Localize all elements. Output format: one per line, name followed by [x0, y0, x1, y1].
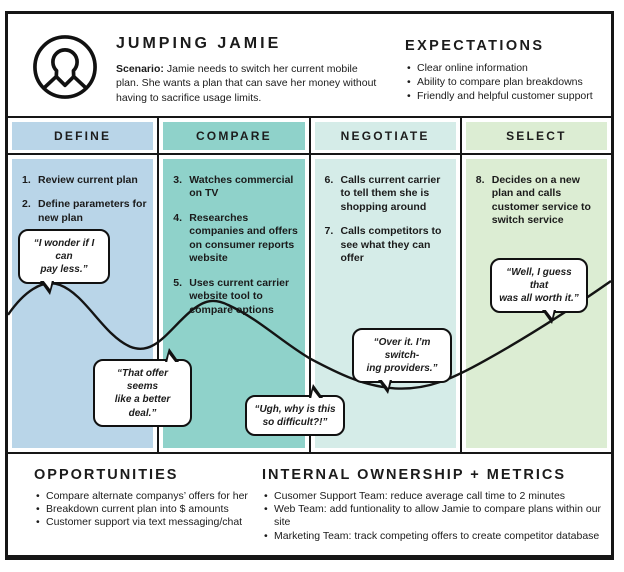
quote-bubble: “Over it. I’m switch- ing providers.”	[352, 328, 452, 394]
persona-avatar-icon	[32, 34, 98, 100]
step-number: 3.	[173, 174, 183, 186]
step-text: Calls competitors to see what they can o…	[340, 225, 442, 265]
stage-header-compare: COMPARE	[163, 122, 305, 150]
step-text: Watches commercial on TV	[189, 174, 294, 200]
expectations-list: Clear online information Ability to comp…	[405, 62, 617, 104]
opportunities-item: Customer support via text messaging/chat	[34, 516, 264, 529]
stage-header-cell: SELECT	[461, 118, 611, 155]
step-text: Uses current carrier website tool to com…	[189, 276, 290, 316]
step-number: 7.	[324, 225, 334, 238]
expectations-item: Friendly and helpful customer support	[405, 90, 617, 104]
quote-bubble: “I wonder if I can pay less.”	[18, 229, 110, 295]
step-number: 6.	[324, 174, 334, 186]
ownership-list: Cusomer Support Team: reduce average cal…	[262, 490, 607, 543]
opportunities-item: Compare alternate companys’ offers for h…	[34, 490, 264, 503]
opportunities-section: OPPORTUNITIES Compare alternate companys…	[34, 467, 264, 530]
opportunities-heading: OPPORTUNITIES	[34, 467, 179, 483]
step-number: 2.	[22, 198, 31, 211]
map-frame: JUMPING JAMIE Scenario:Jamie needs to sw…	[5, 11, 614, 560]
step-number: 5.	[173, 276, 183, 289]
expectations-item: Ability to compare plan breakdowns	[405, 76, 617, 90]
scenario-label: Scenario:	[116, 63, 164, 75]
step-item: 8. Decides on a new plan and calls custom…	[476, 174, 601, 228]
footer-section: OPPORTUNITIES Compare alternate companys…	[8, 454, 611, 555]
ownership-item: Cusomer Support Team: reduce average cal…	[262, 490, 607, 503]
expectations-section: EXPECTATIONS Clear online information Ab…	[405, 38, 617, 104]
quote-bubble: “Ugh, why is this so difficult?!”	[245, 383, 345, 437]
stage-header-cell: NEGOTIATE	[310, 118, 460, 155]
step-number: 1.	[22, 174, 31, 186]
step-text: Define parameters for new plan	[38, 198, 147, 224]
step-item: 7. Calls competitors to see what they can…	[325, 225, 450, 265]
step-text: Review current plan	[38, 174, 138, 186]
persona-block: JUMPING JAMIE Scenario:Jamie needs to sw…	[116, 35, 382, 105]
stage-header-cell: COMPARE	[159, 118, 309, 155]
expectations-item: Clear online information	[405, 62, 617, 76]
persona-header: JUMPING JAMIE Scenario:Jamie needs to sw…	[8, 14, 611, 118]
stage-header-cell: DEFINE	[8, 118, 158, 155]
step-item: 2. Define parameters for new plan	[22, 198, 147, 225]
quote-bubble: “Well, I guess that was all worth it.”	[490, 258, 588, 324]
step-item: 4. Researches companies and offers on con…	[173, 212, 298, 266]
persona-title: JUMPING JAMIE	[116, 35, 282, 52]
step-text: Decides on a new plan and calls customer…	[491, 174, 591, 227]
step-item: 6. Calls current carrier to tell them she…	[325, 174, 450, 214]
ownership-heading: INTERNAL OWNERSHIP + METRICS	[262, 467, 567, 483]
scenario-text: Jamie needs to switch her current mobile…	[116, 63, 377, 104]
stage-header-define: DEFINE	[12, 122, 154, 150]
opportunities-item: Breakdown current plan into $ amounts	[34, 503, 264, 516]
step-item: 3. Watches commercial on TV	[173, 174, 298, 201]
ownership-section: INTERNAL OWNERSHIP + METRICS Cusomer Sup…	[262, 467, 607, 543]
ownership-item: Marketing Team: track competing offers t…	[262, 530, 607, 543]
expectations-heading: EXPECTATIONS	[405, 38, 545, 54]
step-item: 5. Uses current carrier website tool to c…	[173, 277, 298, 317]
step-text: Calls current carrier to tell them she i…	[340, 174, 441, 213]
persona-scenario: Scenario:Jamie needs to switch her curre…	[116, 62, 382, 105]
ownership-item: Web Team: add funtionality to allow Jami…	[262, 503, 607, 529]
step-number: 4.	[173, 211, 183, 224]
step-number: 8.	[475, 174, 485, 186]
step-item: 1. Review current plan	[22, 174, 147, 187]
stage-header-negotiate: NEGOTIATE	[314, 122, 456, 150]
journey-table: DEFINE 1. Review current plan 2. Define pa…	[8, 118, 611, 454]
stage-header-select: SELECT	[465, 122, 607, 150]
step-text: Researches companies and offers on consu…	[189, 211, 298, 265]
opportunities-list: Compare alternate companys’ offers for h…	[34, 490, 264, 530]
quote-bubble: “That offer seems like a better deal.”	[93, 348, 192, 427]
